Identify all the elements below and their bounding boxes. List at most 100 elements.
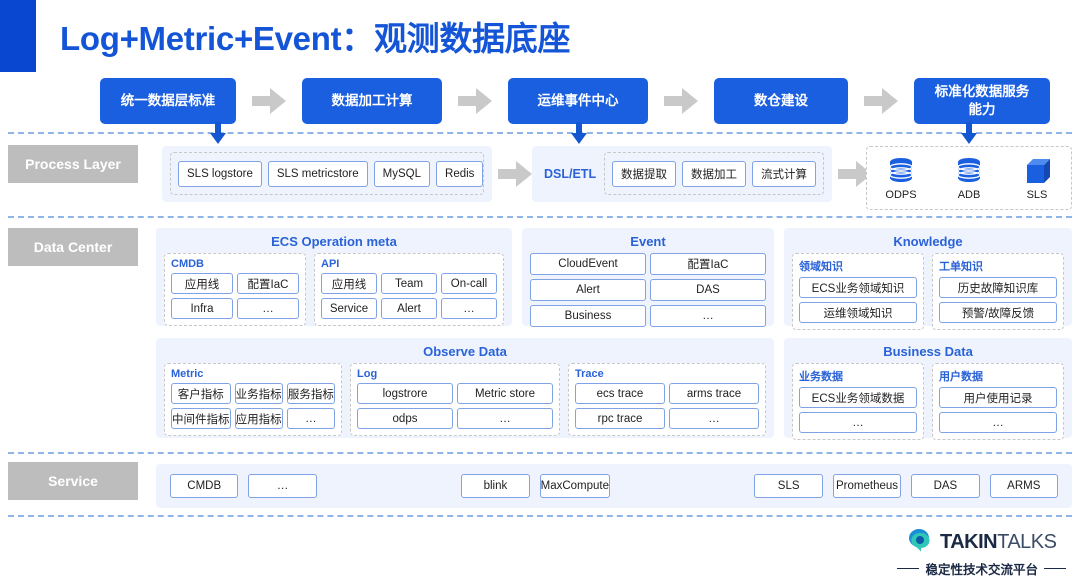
chip-metric-1[interactable]: 业务指标 bbox=[234, 383, 283, 404]
chip-data-extract[interactable]: 数据提取 bbox=[612, 160, 676, 187]
group-trace-label: Trace bbox=[575, 368, 604, 380]
chip-metric-2[interactable]: 服务指标 bbox=[286, 383, 335, 404]
right-arrow-icon bbox=[252, 88, 286, 114]
chip-trace-2[interactable]: rpc trace bbox=[575, 408, 665, 429]
chip-sls-logstore[interactable]: SLS logstore bbox=[178, 160, 262, 187]
title-accent-bar bbox=[0, 0, 36, 72]
panel-ecs-title: ECS Operation meta bbox=[271, 234, 397, 249]
chip-service-prometheus[interactable]: Prometheus bbox=[832, 474, 902, 498]
logo-tagline: 稳定性技术交流平台 bbox=[925, 563, 1038, 577]
chip-service-maxcompute[interactable]: MaxCompute bbox=[539, 474, 610, 498]
database-cylinder-icon bbox=[885, 156, 917, 188]
chip-event-5[interactable]: … bbox=[650, 305, 766, 327]
chip-event-1[interactable]: 配置IaC bbox=[650, 253, 766, 275]
chip-trace-3[interactable]: … bbox=[669, 408, 759, 429]
panel-knowledge: Knowledge 领域知识 ECS业务领域知识 运维领域知识 工单知识 历史故… bbox=[784, 228, 1072, 330]
chip-business-a1[interactable]: … bbox=[799, 412, 917, 433]
sink-odps[interactable]: ODPS bbox=[885, 156, 917, 201]
chip-cmdb-1[interactable]: 配置IaC bbox=[237, 273, 299, 294]
chip-cmdb-2[interactable]: Infra bbox=[171, 298, 233, 319]
logo-wordmark: TAKINTALKS bbox=[940, 531, 1057, 554]
panel-observe-data: Observe Data Metric 客户指标 业务指标 服务指标 中间件指标… bbox=[156, 338, 774, 438]
chip-knowledge-a0[interactable]: ECS业务领域知识 bbox=[799, 277, 917, 298]
chip-stream-compute[interactable]: 流式计算 bbox=[752, 160, 816, 187]
group-metric-label: Metric bbox=[171, 368, 204, 380]
chip-knowledge-a1[interactable]: 运维领域知识 bbox=[799, 302, 917, 323]
down-arrow-icon bbox=[210, 122, 226, 144]
chip-service-sls[interactable]: SLS bbox=[754, 474, 823, 498]
process-sinks-panel: ODPS ADB SLS bbox=[866, 146, 1072, 210]
group-log-label: Log bbox=[357, 368, 378, 380]
chip-business-a0[interactable]: ECS业务领域数据 bbox=[799, 387, 917, 408]
panel-knowledge-title: Knowledge bbox=[893, 234, 963, 249]
logo-rule-right bbox=[1044, 568, 1066, 569]
right-arrow-icon bbox=[838, 161, 872, 187]
group-ticket-knowledge: 工单知识 历史故障知识库 预警/故障反馈 bbox=[932, 253, 1064, 330]
chip-api-2[interactable]: On-call bbox=[441, 273, 497, 294]
group-business-data-label: 业务数据 bbox=[799, 371, 843, 383]
chip-business-b0[interactable]: 用户使用记录 bbox=[939, 387, 1057, 408]
chip-trace-0[interactable]: ecs trace bbox=[575, 383, 665, 404]
flow-step-3[interactable]: 运维事件中心 bbox=[508, 78, 648, 124]
process-etl-panel: DSL/ETL 数据提取 数据加工 流式计算 bbox=[532, 146, 832, 202]
row-label-data-center: Data Center bbox=[8, 228, 138, 266]
chip-event-2[interactable]: Alert bbox=[530, 279, 646, 301]
panel-observe-title: Observe Data bbox=[423, 344, 507, 359]
chip-sls-metricstore[interactable]: SLS metricstore bbox=[267, 160, 368, 187]
page-title: Log+Metric+Event：观测数据底座 bbox=[60, 20, 571, 57]
group-api-label: API bbox=[321, 258, 340, 270]
chip-event-3[interactable]: DAS bbox=[650, 279, 766, 301]
chip-event-4[interactable]: Business bbox=[530, 305, 646, 327]
chip-business-b1[interactable]: … bbox=[939, 412, 1057, 433]
process-storage-group: SLS logstore SLS metricstore MySQL Redis bbox=[170, 152, 484, 195]
group-user-data-label: 用户数据 bbox=[939, 371, 983, 383]
chip-cmdb-0[interactable]: 应用线 bbox=[171, 273, 233, 294]
flow-step-4[interactable]: 数仓建设 bbox=[714, 78, 848, 124]
chip-service-das[interactable]: DAS bbox=[911, 474, 980, 498]
chip-service-arms[interactable]: ARMS bbox=[989, 474, 1058, 498]
chip-service-more-1[interactable]: … bbox=[248, 474, 317, 498]
chip-metric-3[interactable]: 中间件指标 bbox=[171, 408, 231, 429]
chip-redis[interactable]: Redis bbox=[436, 160, 484, 187]
flow-step-4-label: 数仓建设 bbox=[754, 92, 808, 108]
flow-step-1[interactable]: 统一数据层标准 bbox=[100, 78, 236, 124]
chip-service-cmdb[interactable]: CMDB bbox=[170, 474, 239, 498]
chip-service-blink[interactable]: blink bbox=[461, 474, 530, 498]
chip-log-3[interactable]: … bbox=[457, 408, 553, 429]
flow-step-2-label: 数据加工计算 bbox=[331, 92, 413, 108]
sink-adb[interactable]: ADB bbox=[953, 156, 985, 201]
chip-api-0[interactable]: 应用线 bbox=[321, 273, 377, 294]
chip-api-3[interactable]: Service bbox=[321, 298, 377, 319]
sink-sls[interactable]: SLS bbox=[1021, 156, 1053, 201]
group-domain-knowledge-label: 领域知识 bbox=[799, 261, 843, 273]
chip-metric-4[interactable]: 应用指标 bbox=[234, 408, 283, 429]
chip-api-5[interactable]: … bbox=[441, 298, 497, 319]
chip-api-1[interactable]: Team bbox=[381, 273, 437, 294]
chip-log-2[interactable]: odps bbox=[357, 408, 453, 429]
chip-trace-1[interactable]: arms trace bbox=[669, 383, 759, 404]
chip-mysql[interactable]: MySQL bbox=[373, 160, 431, 187]
takin-talks-logo: TAKINTALKS 稳定性技术交流平台 bbox=[897, 528, 1066, 578]
sink-odps-label: ODPS bbox=[885, 188, 917, 201]
group-metric: Metric 客户指标 业务指标 服务指标 中间件指标 应用指标 … bbox=[164, 363, 342, 436]
flow-step-2[interactable]: 数据加工计算 bbox=[302, 78, 442, 124]
chip-knowledge-b1[interactable]: 预警/故障反馈 bbox=[939, 302, 1057, 323]
chip-data-process[interactable]: 数据加工 bbox=[682, 160, 746, 187]
chip-cmdb-3[interactable]: … bbox=[237, 298, 299, 319]
chip-event-0[interactable]: CloudEvent bbox=[530, 253, 646, 275]
speech-bubble-icon bbox=[907, 528, 933, 557]
group-ticket-knowledge-label: 工单知识 bbox=[939, 261, 983, 273]
logo-word-bold: TAKIN bbox=[939, 531, 998, 553]
flow-step-5-label: 标准化数据服务 能力 bbox=[934, 83, 1030, 117]
chip-log-0[interactable]: logstrore bbox=[357, 383, 453, 404]
flow-step-1-label: 统一数据层标准 bbox=[120, 92, 216, 108]
chip-api-4[interactable]: Alert bbox=[381, 298, 437, 319]
chip-knowledge-b0[interactable]: 历史故障知识库 bbox=[939, 277, 1057, 298]
panel-business-data: Business Data 业务数据 ECS业务领域数据 … 用户数据 用户使用… bbox=[784, 338, 1072, 440]
group-domain-knowledge: 领域知识 ECS业务领域知识 运维领域知识 bbox=[792, 253, 924, 330]
chip-metric-5[interactable]: … bbox=[286, 408, 335, 429]
chip-metric-0[interactable]: 客户指标 bbox=[171, 383, 231, 404]
flow-step-5[interactable]: 标准化数据服务 能力 bbox=[914, 78, 1050, 124]
panel-business-title: Business Data bbox=[883, 344, 973, 359]
chip-log-1[interactable]: Metric store bbox=[457, 383, 553, 404]
